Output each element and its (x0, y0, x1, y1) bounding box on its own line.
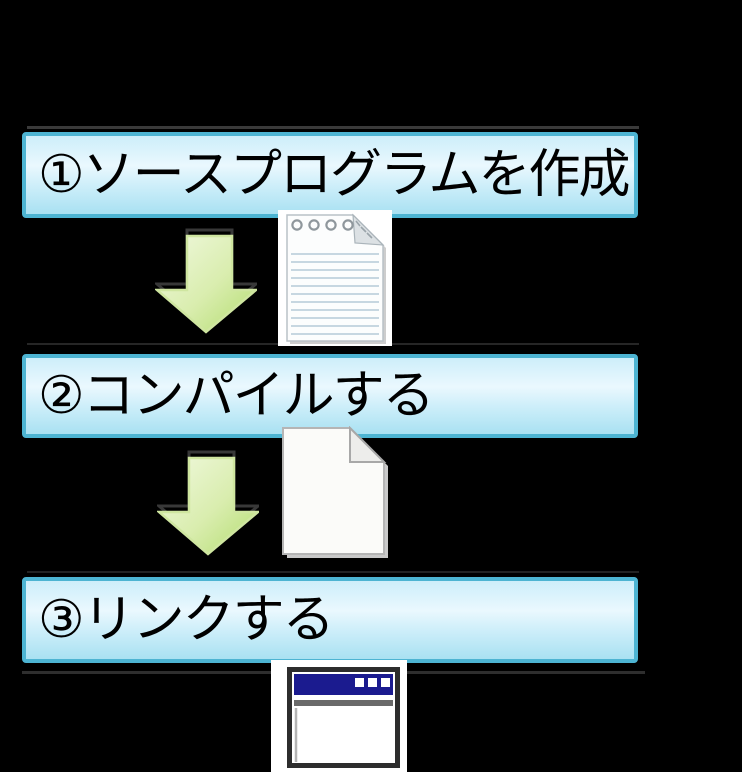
notepad-document-icon (278, 210, 392, 346)
step1-banner: ①ソースプログラムを作成 (22, 132, 638, 218)
step3-banner: ③リンクする (22, 577, 638, 663)
blank-document-icon (282, 426, 388, 558)
step1-label: ①ソースプログラムを作成 (38, 146, 630, 204)
down-arrow-icon (155, 228, 257, 334)
step3-label: ③リンクする (38, 591, 335, 649)
shadow-line-above-step1 (27, 126, 639, 129)
application-window-icon (271, 660, 407, 772)
down-arrow-icon (157, 450, 259, 556)
step2-label: ②コンパイルする (38, 367, 435, 425)
shadow-line-above-step3 (27, 571, 639, 573)
